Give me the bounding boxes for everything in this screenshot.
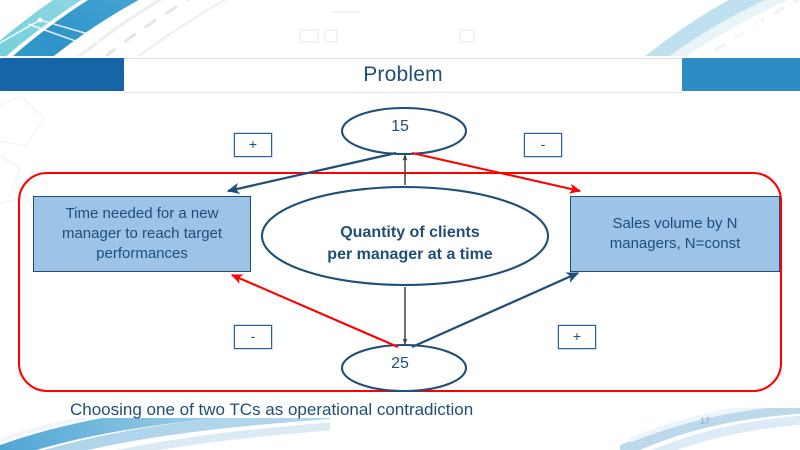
top-value-label: 15 (391, 118, 409, 135)
title-bar-right-accent (682, 58, 800, 91)
bottom-value-node-ellipse (340, 343, 468, 393)
sign-marker-bottom-left[interactable]: - (233, 324, 273, 350)
causal-loop-diagram (17, 106, 783, 393)
title-bar-plate (124, 58, 682, 93)
top-value-node-ellipse (340, 106, 468, 156)
edge-top-to-right-box (411, 151, 582, 194)
slide-title-bar (0, 58, 800, 93)
edge-bottom-to-right-box (411, 271, 580, 349)
sign-marker-top-right[interactable]: - (523, 132, 563, 158)
edge-top-to-left-box (226, 151, 397, 194)
page-number: 17 (700, 416, 711, 426)
center-node-ellipse (260, 185, 550, 287)
sign-marker-bottom-right[interactable]: + (557, 324, 597, 350)
concept-box-left-label: Time needed for a new manager to reach t… (61, 205, 223, 262)
concept-box-sales-volume[interactable]: Sales volume by N managers, N=const (570, 196, 780, 272)
page-title: Problem (363, 63, 443, 86)
sign-marker-top-left[interactable]: + (233, 132, 273, 158)
bottom-value-label: 25 (391, 355, 409, 372)
title-bar-left-accent (0, 58, 124, 91)
concept-box-time-to-target[interactable]: Time needed for a new manager to reach t… (33, 196, 251, 272)
edge-bottom-to-left-box (230, 274, 399, 348)
slide-caption: Choosing one of two TCs as operational c… (70, 400, 474, 419)
center-node-label: Quantity of clients per manager at a tim… (327, 224, 493, 263)
concept-box-right-label: Sales volume by N managers, N=const (609, 215, 741, 252)
